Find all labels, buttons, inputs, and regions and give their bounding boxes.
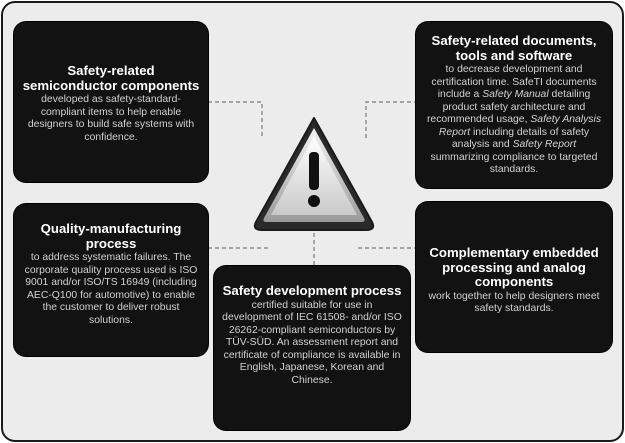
connector-top-right <box>365 101 418 138</box>
card-complementary-components: Complementary embedded processing and an… <box>416 202 612 352</box>
card-quality-manufacturing: Quality-manufacturing process to address… <box>14 204 208 356</box>
card-body: work together to help designers meet saf… <box>428 290 600 315</box>
card-safety-documents: Safety-related documents, tools and soft… <box>416 22 612 188</box>
card-safety-development: Safety development process certified sui… <box>214 266 410 430</box>
card-body: to decrease development and certificatio… <box>426 64 602 176</box>
card-title: Safety-related semiconductor components <box>22 63 200 93</box>
card-body: developed as safety-standard-compliant i… <box>27 94 195 143</box>
card-body: to address systematic failures. The corp… <box>24 252 198 326</box>
card-title: Safety development process <box>222 283 402 298</box>
card-safety-components: Safety-related semiconductor components … <box>14 22 208 182</box>
card-body: certified suitable for use in developmen… <box>222 299 402 386</box>
card-title: Safety-related documents, tools and soft… <box>431 33 597 63</box>
connector-top-left <box>208 101 263 138</box>
card-title: Complementary embedded processing and an… <box>429 245 599 290</box>
card-title: Quality-manufacturing process <box>40 221 182 251</box>
